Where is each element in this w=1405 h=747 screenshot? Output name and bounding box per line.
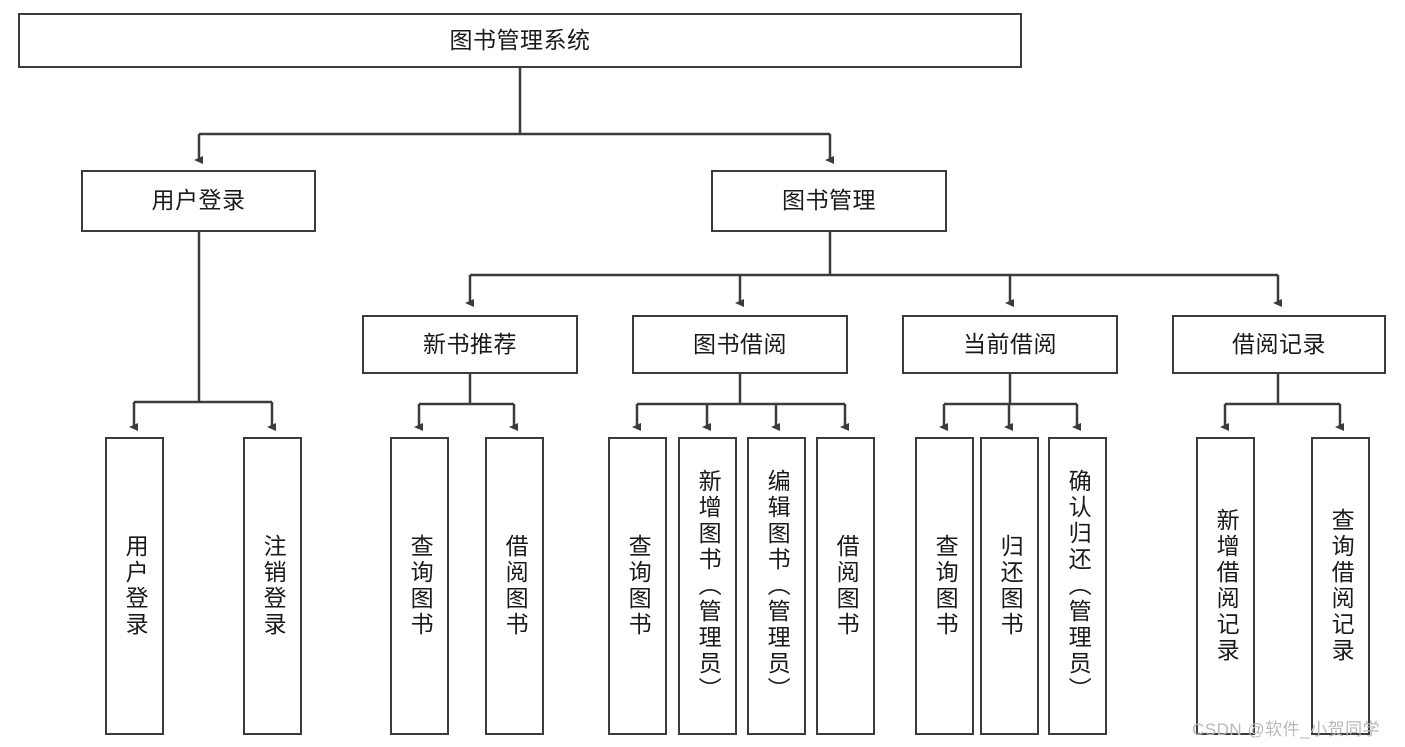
node-new-book-recommend-label: 新书推荐 — [423, 330, 517, 357]
node-leaf-user-logout-label: 注销登录 — [260, 534, 287, 638]
node-book-management[interactable]: 图书管理 — [711, 170, 947, 232]
node-leaf-edit-book[interactable]: 编辑图书（管理员） — [747, 437, 806, 735]
node-current-borrow[interactable]: 当前借阅 — [902, 315, 1118, 374]
node-leaf-user-login-label: 用户登录 — [122, 534, 149, 638]
node-leaf-return-book-label: 归还图书 — [997, 534, 1024, 638]
edge-borrow-record-to-leaves — [1220, 374, 1344, 431]
node-user-login-label: 用户登录 — [151, 187, 246, 214]
node-current-borrow-label: 当前借阅 — [963, 330, 1057, 357]
node-borrow-record[interactable]: 借阅记录 — [1172, 315, 1386, 374]
csdn-watermark: CSDN @软件_小贺同学 — [1192, 720, 1381, 739]
edge-root-to-level2 — [194, 68, 834, 164]
node-leaf-query-book-2-label: 查询图书 — [625, 534, 652, 638]
node-leaf-add-book[interactable]: 新增图书（管理员） — [678, 437, 737, 735]
node-leaf-query-book-1[interactable]: 查询图书 — [390, 437, 449, 735]
node-user-login[interactable]: 用户登录 — [81, 170, 316, 232]
node-root[interactable]: 图书管理系统 — [18, 13, 1022, 68]
node-book-borrow[interactable]: 图书借阅 — [632, 315, 848, 374]
edge-user-login-to-leaves — [129, 232, 276, 431]
edge-book-management-to-level3 — [465, 232, 1282, 307]
node-leaf-query-record-label: 查询借阅记录 — [1328, 508, 1355, 664]
node-leaf-user-login[interactable]: 用户登录 — [105, 437, 164, 735]
node-leaf-confirm-return-label: 确认归还（管理员） — [1065, 469, 1092, 703]
node-leaf-query-book-3-label: 查询图书 — [932, 534, 959, 638]
node-leaf-borrow-book-1-label: 借阅图书 — [502, 534, 529, 638]
node-leaf-user-logout[interactable]: 注销登录 — [243, 437, 302, 735]
node-leaf-query-record[interactable]: 查询借阅记录 — [1311, 437, 1370, 735]
node-leaf-query-book-2[interactable]: 查询图书 — [608, 437, 667, 735]
node-leaf-borrow-book-2-label: 借阅图书 — [833, 534, 860, 638]
node-leaf-query-book-3[interactable]: 查询图书 — [915, 437, 974, 735]
edge-book-borrow-to-leaves — [632, 374, 849, 431]
node-book-management-label: 图书管理 — [782, 187, 876, 214]
node-new-book-recommend[interactable]: 新书推荐 — [362, 315, 578, 374]
node-leaf-return-book[interactable]: 归还图书 — [980, 437, 1039, 735]
node-leaf-add-record[interactable]: 新增借阅记录 — [1196, 437, 1255, 735]
node-leaf-add-record-label: 新增借阅记录 — [1213, 508, 1240, 664]
node-book-borrow-label: 图书借阅 — [693, 330, 787, 357]
node-leaf-query-book-1-label: 查询图书 — [407, 534, 434, 638]
node-leaf-borrow-book-1[interactable]: 借阅图书 — [485, 437, 544, 735]
node-borrow-record-label: 借阅记录 — [1232, 330, 1326, 357]
edge-current-borrow-to-leaves — [939, 374, 1081, 431]
node-leaf-edit-book-label: 编辑图书（管理员） — [764, 469, 791, 703]
node-root-label: 图书管理系统 — [449, 26, 591, 53]
node-leaf-borrow-book-2[interactable]: 借阅图书 — [816, 437, 875, 735]
node-leaf-add-book-label: 新增图书（管理员） — [695, 469, 722, 703]
edge-new-book-recommend-to-leaves — [414, 374, 518, 431]
node-leaf-confirm-return[interactable]: 确认归还（管理员） — [1048, 437, 1107, 735]
